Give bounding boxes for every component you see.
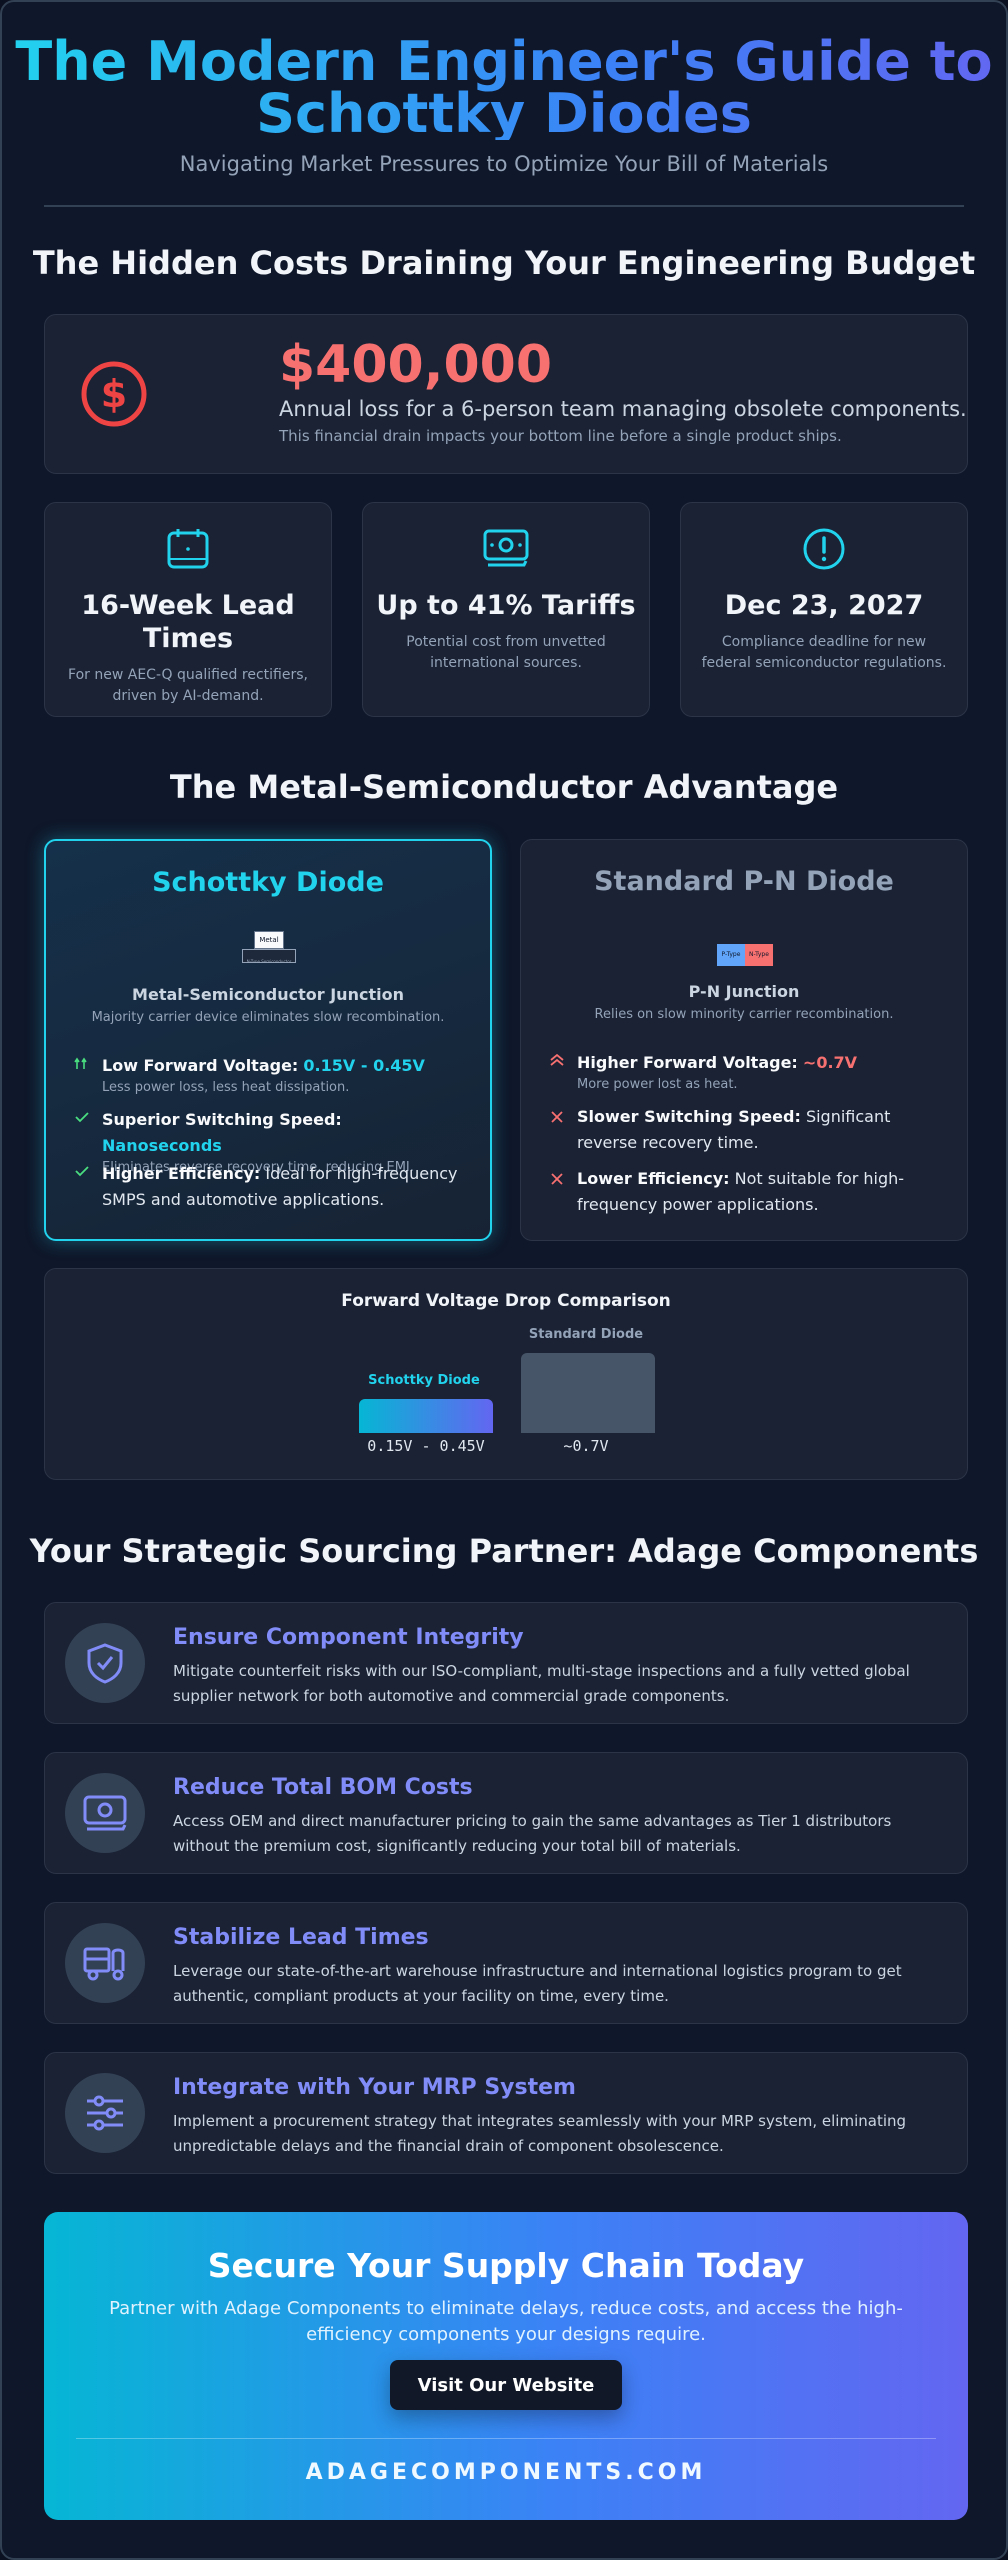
feature-label: Slower Switching Speed: (577, 1107, 801, 1126)
visit-website-button[interactable]: Visit Our Website (390, 2360, 622, 2410)
schottky-feature-efficiency: Higher Efficiency: Ideal for high-freque… (75, 1161, 462, 1213)
feature-value: Nanoseconds (102, 1136, 222, 1155)
stat-title: Up to 41% Tariffs (376, 590, 636, 621)
feature-label: Higher Forward Voltage: (577, 1053, 798, 1072)
feature-sub: Less power loss, less heat dissipation. (102, 1080, 350, 1095)
standard-feature-efficiency: Lower Efficiency: Not suitable for high-… (551, 1166, 939, 1218)
money-icon (65, 1773, 145, 1853)
standard-diode-card: Standard P-N Diode P-Type N-Type P-N Jun… (520, 839, 968, 1241)
benefit-mrp: Integrate with Your MRP System Implement… (44, 2052, 968, 2174)
benefit-bom-costs: Reduce Total BOM Costs Access OEM and di… (44, 1752, 968, 1874)
title-line-2: Schottky Diodes (256, 82, 752, 145)
schottky-feature-speed: Superior Switching Speed: Nanoseconds El… (75, 1107, 462, 1175)
stat-desc: For new AEC-Q qualified rectifiers, driv… (68, 667, 308, 704)
stat-title: Dec 23, 2027 (724, 590, 924, 621)
calendar-icon (45, 527, 331, 571)
cta-divider (76, 2438, 936, 2439)
benefit-title: Ensure Component Integrity (173, 1625, 524, 1650)
feature-value: 0.15V - 0.45V (303, 1056, 425, 1075)
truck-icon (65, 1923, 145, 2003)
n-type-layer: N-Type (745, 944, 773, 966)
schottky-card: Schottky Diode Metal N-Type Semiconducto… (44, 839, 492, 1241)
feature-label: Low Forward Voltage: (102, 1056, 299, 1075)
dollar-circle-icon: $ (79, 359, 149, 429)
p-type-layer: P-Type (717, 944, 745, 966)
costs-heading: The Hidden Costs Draining Your Engineeri… (32, 244, 976, 282)
benefit-desc: Implement a procurement strategy that in… (173, 2112, 907, 2155)
stat-card-deadline: Dec 23, 2027 Compliance deadline for new… (680, 502, 968, 717)
stat-desc: Compliance deadline for new federal semi… (701, 634, 947, 671)
feature-label: Higher Efficiency: (102, 1164, 261, 1183)
benefit-lead-times: Stabilize Lead Times Leverage our state-… (44, 1902, 968, 2024)
page-title: The Modern Engineer's Guide to Schottky … (2, 36, 1006, 140)
benefit-title: Integrate with Your MRP System (173, 2075, 576, 2100)
standard-feature-voltage: Higher Forward Voltage: ~0.7V More power… (550, 1050, 939, 1092)
annual-loss-value: $400,000 (279, 335, 553, 395)
standard-junction-name: P-N Junction (688, 982, 800, 1001)
feature-text: Ideal for high-frequency SMPS and automo… (102, 1164, 458, 1209)
benefit-integrity: Ensure Component Integrity Mitigate coun… (44, 1602, 968, 1724)
bar-label-standard: Standard Diode (528, 1327, 644, 1342)
benefit-desc: Access OEM and direct manufacturer prici… (173, 1812, 892, 1855)
cta-banner: Secure Your Supply Chain Today Partner w… (44, 2212, 968, 2520)
benefit-desc: Mitigate counterfeit risks with our ISO-… (173, 1662, 910, 1705)
money-icon (363, 527, 649, 571)
schottky-junction-name: Metal-Semiconductor Junction (132, 985, 404, 1004)
x-icon (549, 1171, 565, 1187)
benefit-desc: Leverage our state-of-the-art warehouse … (173, 1962, 902, 2005)
feature-value: ~0.7V (802, 1053, 858, 1072)
bar-schottky (359, 1399, 493, 1433)
stat-desc: Potential cost from unvetted internation… (406, 634, 606, 671)
comparison-title: Forward Voltage Drop Comparison (341, 1291, 671, 1311)
advantage-heading: The Metal-Semiconductor Advantage (169, 768, 839, 806)
stat-card-lead-times: 16-Week Lead Times For new AEC-Q qualifi… (44, 502, 332, 717)
arrows-down-icon (74, 1055, 90, 1071)
feature-sub: Eliminates reverse recovery time, reduci… (102, 1160, 414, 1175)
bar-label-schottky: Schottky Diode (368, 1373, 480, 1388)
feature-text: Not suitable for high-frequency power ap… (577, 1169, 905, 1214)
benefit-title: Stabilize Lead Times (173, 1925, 429, 1950)
standard-title: Standard P-N Diode (594, 866, 894, 897)
metal-layer: Metal (254, 931, 284, 949)
pn-junction-diagram: P-Type N-Type (717, 944, 773, 966)
feature-label: Superior Switching Speed: (102, 1110, 342, 1129)
stat-card-tariffs: Up to 41% Tariffs Potential cost from un… (362, 502, 650, 717)
feature-label: Lower Efficiency: (577, 1169, 730, 1188)
feature-text: Significant reverse recovery time. (577, 1107, 891, 1152)
cta-description: Partner with Adage Components to elimina… (109, 2298, 903, 2345)
benefit-title: Reduce Total BOM Costs (173, 1775, 473, 1800)
bar-standard (521, 1353, 655, 1433)
sliders-icon (65, 2073, 145, 2153)
check-icon (74, 1163, 90, 1179)
double-chevron-up-icon (549, 1052, 565, 1068)
check-icon (74, 1109, 90, 1125)
shield-check-icon (65, 1623, 145, 1703)
standard-junction-desc: Relies on slow minority carrier recombin… (594, 1007, 894, 1022)
alert-circle-icon (681, 527, 967, 571)
schottky-junction-desc: Majority carrier device eliminates slow … (91, 1010, 445, 1025)
schottky-junction-diagram: Metal N-Type Semiconductor (234, 931, 304, 967)
bar-value-schottky: 0.15V - 0.45V (367, 1437, 485, 1455)
stat-title: 16-Week Lead Times (81, 590, 295, 654)
n-type-layer: N-Type Semiconductor (242, 949, 296, 963)
schottky-title: Schottky Diode (152, 867, 384, 898)
page-subtitle: Navigating Market Pressures to Optimize … (179, 152, 829, 176)
partner-heading: Your Strategic Sourcing Partner: Adage C… (29, 1532, 979, 1570)
standard-feature-speed: Slower Switching Speed: Significant reve… (551, 1104, 939, 1156)
header-divider (44, 205, 964, 207)
website-url[interactable]: ADAGECOMPONENTS.COM (305, 2460, 707, 2485)
feature-sub: More power lost as heat. (577, 1077, 738, 1092)
annual-loss-text: Annual loss for a 6-person team managing… (279, 397, 967, 421)
svg-text:$: $ (101, 372, 127, 416)
annual-loss-subtext: This financial drain impacts your bottom… (279, 427, 842, 445)
voltage-comparison-card: Forward Voltage Drop Comparison Schottky… (44, 1268, 968, 1480)
x-icon (549, 1109, 565, 1125)
bar-value-standard: ~0.7V (563, 1437, 609, 1455)
cta-title: Secure Your Supply Chain Today (207, 2246, 805, 2285)
headline-cost-card: $ $400,000 Annual loss for a 6-person te… (44, 314, 968, 474)
schottky-feature-voltage: Low Forward Voltage: 0.15V - 0.45V Less … (74, 1053, 462, 1095)
title-line-1: The Modern Engineer's Guide to (15, 30, 993, 93)
